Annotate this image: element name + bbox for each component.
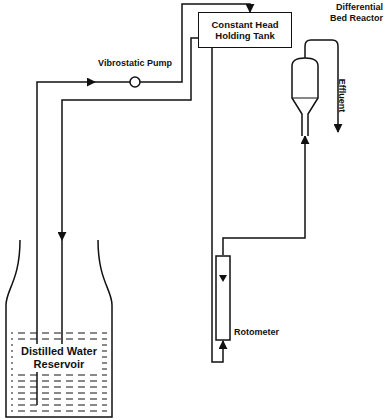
- rotometer: Rotometer: [206, 255, 286, 345]
- pipe-connector: [62, 38, 198, 240]
- pump: Vibrostatic Pump: [95, 58, 175, 88]
- holding-tank: Constant Head Holding Tank: [198, 12, 292, 48]
- reactor: Differential Bed Reactor: [285, 2, 385, 136]
- node-label: Distilled Water Reservoir: [17, 344, 101, 372]
- bottle-outline: [5, 240, 113, 418]
- node-label: Differential Bed Reactor: [321, 2, 383, 24]
- flow-label: Effluent: [336, 79, 347, 113]
- pipe-connector: [37, 82, 95, 240]
- node-label: Constant Head Holding Tank: [199, 19, 291, 42]
- reservoir-bottle: Distilled Water Reservoir: [5, 240, 113, 418]
- node-label: Vibrostatic Pump: [95, 58, 175, 69]
- pipe-connector: [223, 136, 305, 255]
- rotometer-tube: [206, 255, 236, 343]
- node-label: Rotometer: [234, 327, 279, 338]
